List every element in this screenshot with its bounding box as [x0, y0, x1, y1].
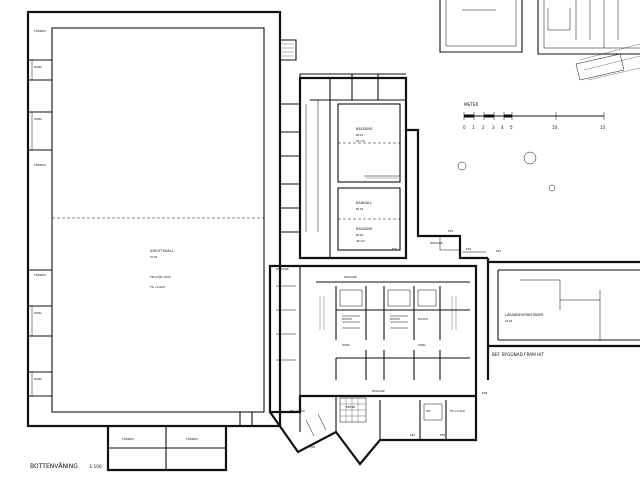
door-tags: E10 E01 E01 E10 E08 E10 E09 E03: [310, 229, 502, 449]
room-label-storage-2: FÖRRÅD: [34, 162, 46, 167]
door-tag-7: E09: [440, 433, 446, 437]
room-label-pool-hall: BADHALL: [356, 201, 372, 205]
door-tag-8: E03: [310, 445, 316, 449]
room-labels: IDROTTSHALL U102 FRI HÖJD 7000 FR +0,000…: [34, 28, 544, 441]
existing-building-note: BEF. BYGGNAD FRAM HIT: [492, 352, 545, 357]
room-label-pool-2: BASSÄNG: [356, 226, 373, 231]
scale-tick-10: 10: [552, 125, 558, 130]
scale-bar-unit: METER: [464, 102, 478, 107]
room-label-storage-3: FÖRRÅD: [34, 272, 46, 277]
room-label-shower-1: DUSCH: [342, 317, 352, 321]
scale-tick-0: 0: [463, 125, 466, 130]
room-note-sport-hall: FRI HÖJD 7000: [150, 274, 171, 279]
top-right-building-fragment: [439, 0, 640, 81]
scale-tick-2: 2: [482, 125, 485, 130]
room-label-changing-3: OMKL: [34, 311, 42, 315]
sport-hall-block: [26, 10, 297, 472]
room-label-classroom: LÄRANDEVERKSTÄDER: [505, 312, 544, 317]
drawing-scale: -1:100-: [88, 464, 104, 469]
entrance-wing: [269, 396, 478, 466]
room-label-changing-1: OMKL: [34, 65, 42, 69]
room-code-classroom: A103: [505, 319, 512, 323]
room-label-corridor-3: PASSAGE: [276, 267, 289, 271]
drawing-title-text: BOTTENVÅNING: [30, 463, 78, 470]
scale-tick-1: 1: [472, 125, 475, 130]
room-label-changing-6: OMKL: [418, 343, 426, 347]
room-label-corridor-1: PASSAGE: [344, 275, 357, 279]
room-level-wc: FR +0,000: [450, 409, 465, 413]
room-area-pool-2: 46 m2: [356, 239, 365, 243]
room-label-changing-4: OMKL: [34, 377, 42, 381]
room-code-sport-hall: U102: [150, 255, 158, 259]
room-label-storage-1: FÖRRÅD: [34, 28, 46, 33]
door-tag-6: E10: [410, 433, 416, 437]
room-label-changing-5: OMKL: [342, 343, 350, 347]
door-tag-1: E10: [448, 229, 454, 233]
door-tag-5: E08: [482, 391, 488, 395]
room-label-changing-2: OMKL: [34, 117, 42, 121]
door-tag-2: E01: [392, 247, 398, 251]
room-label-storage-5: FÖRRÅD: [186, 436, 198, 441]
room-label-wc: WC: [426, 409, 431, 413]
east-wing: [406, 128, 640, 380]
drawing-title: BOTTENVÅNING -1:100-: [30, 463, 104, 470]
room-label-storage-4: FÖRRÅD: [122, 436, 134, 441]
scale-bar: METER 0 1 2 3 4 5 10 15: [463, 102, 606, 130]
room-label-entrance: ENTRE: [346, 405, 356, 409]
room-level-entrance: FR +0,000: [290, 409, 305, 413]
room-level-sport-hall: FR +0,000: [150, 285, 165, 289]
pool-block: [280, 73, 408, 260]
room-code-pool-2: B102: [356, 233, 363, 237]
room-area-pool-1: 92 m2: [356, 139, 365, 143]
room-label-shower-3: DUSCH: [418, 317, 428, 321]
scale-tick-5: 5: [510, 125, 513, 130]
room-label-corridor-4: PASSAGE: [430, 241, 443, 245]
room-label-pool-1: BASSÄNG: [356, 126, 373, 131]
room-label-sport-hall: IDROTTSHALL: [150, 249, 174, 253]
scale-tick-15: 15: [600, 125, 606, 130]
door-tag-3: E01: [466, 247, 472, 251]
scale-tick-4: 4: [501, 125, 504, 130]
room-code-pool-1: B101: [356, 133, 363, 137]
room-label-corridor-2: PASSAGE: [372, 389, 385, 393]
room-code-pool-hall: B103: [356, 207, 363, 211]
scale-tick-3: 3: [492, 125, 495, 130]
door-tag-4: E10: [496, 249, 502, 253]
room-label-shower-2: DUSCH: [390, 317, 400, 321]
